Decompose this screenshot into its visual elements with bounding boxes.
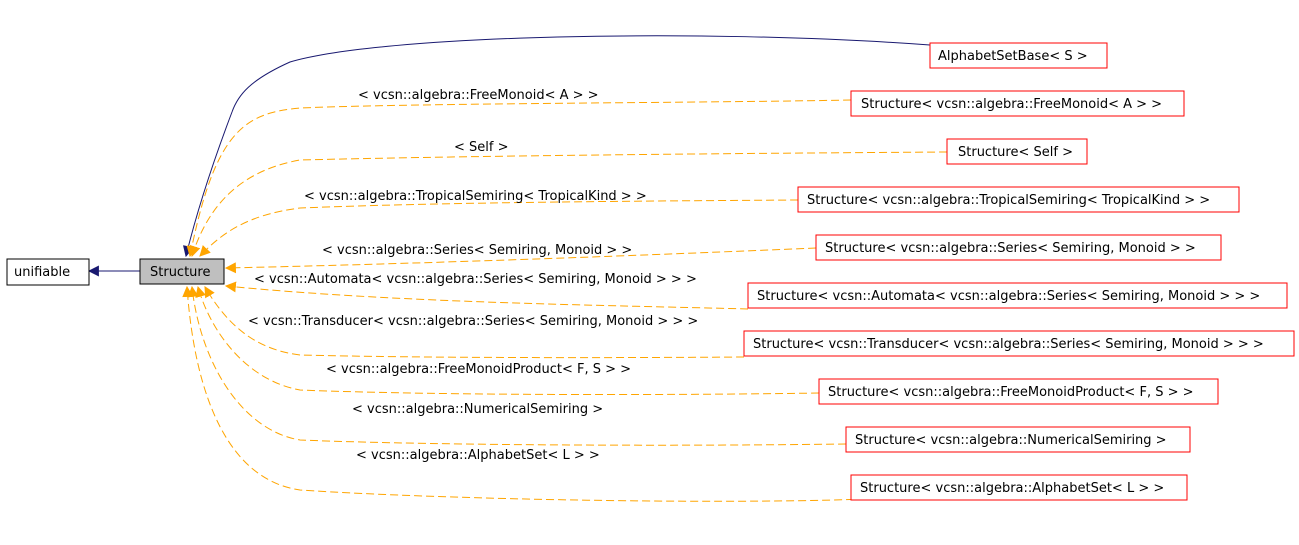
node-structure-self-label: Structure< Self > (958, 145, 1073, 160)
node-structure-transducer[interactable]: Structure< vcsn::Transducer< vcsn::algeb… (743, 330, 1295, 357)
node-structure-alphabet-set[interactable]: Structure< vcsn::algebra::AlphabetSet< L… (850, 474, 1188, 501)
edge-transducer (204, 286, 745, 359)
edge-label-transducer: < vcsn::Transducer< vcsn::algebra::Serie… (248, 314, 698, 329)
node-structure-free-monoid-product[interactable]: Structure< vcsn::algebra::FreeMonoidProd… (818, 378, 1219, 405)
edge-series (224, 247, 817, 274)
node-structure[interactable]: Structure (139, 258, 225, 285)
node-structure-label: Structure (150, 265, 210, 280)
node-structure-self[interactable]: Structure< Self > (946, 138, 1088, 165)
edge-alphabetsetbase-to-structure (183, 35, 931, 258)
node-structure-transducer-label: Structure< vcsn::Transducer< vcsn::algeb… (753, 337, 1264, 352)
edge-label-free-monoid: < vcsn::algebra::FreeMonoid< A > > (358, 88, 599, 103)
node-structure-automata[interactable]: Structure< vcsn::Automata< vcsn::algebra… (747, 282, 1288, 309)
edge-label-numerical: < vcsn::algebra::NumericalSemiring > (352, 402, 603, 417)
edge-label-alphabet-set: < vcsn::algebra::AlphabetSet< L > > (356, 448, 600, 463)
edge-label-tropical: < vcsn::algebra::TropicalSemiring< Tropi… (304, 189, 647, 204)
node-structure-free-monoid-product-label: Structure< vcsn::algebra::FreeMonoidProd… (828, 385, 1194, 400)
node-structure-series-label: Structure< vcsn::algebra::Series< Semiri… (825, 241, 1196, 256)
node-unifiable[interactable]: unifiable (6, 258, 90, 286)
node-alphabet-set-base[interactable]: AlphabetSetBase< S > (929, 42, 1108, 69)
edge-tropical (199, 199, 799, 257)
node-structure-series[interactable]: Structure< vcsn::algebra::Series< Semiri… (815, 234, 1222, 261)
node-structure-automata-label: Structure< vcsn::Automata< vcsn::algebra… (757, 289, 1260, 304)
node-structure-tropical[interactable]: Structure< vcsn::algebra::TropicalSemiri… (797, 186, 1240, 213)
edge-alphabet-set (182, 285, 891, 502)
edge-numerical (187, 285, 847, 446)
node-structure-free-monoid-label: Structure< vcsn::algebra::FreeMonoid< A … (861, 97, 1162, 112)
node-structure-numerical-semiring-label: Structure< vcsn::algebra::NumericalSemir… (855, 433, 1167, 448)
node-structure-numerical-semiring[interactable]: Structure< vcsn::algebra::NumericalSemir… (845, 426, 1191, 453)
edge-label-series: < vcsn::algebra::Series< Semiring, Monoi… (322, 243, 632, 258)
edge-label-automata: < vcsn::Automata< vcsn::algebra::Series<… (254, 272, 697, 287)
node-unifiable-label: unifiable (14, 265, 70, 280)
edge-label-self: < Self > (454, 140, 509, 155)
node-structure-free-monoid[interactable]: Structure< vcsn::algebra::FreeMonoid< A … (850, 90, 1185, 117)
edge-fmp (195, 285, 820, 396)
edge-free-monoid (186, 99, 852, 258)
node-structure-alphabet-set-label: Structure< vcsn::algebra::AlphabetSet< L… (860, 481, 1164, 496)
edge-self (189, 151, 948, 258)
node-alphabet-set-base-label: AlphabetSetBase< S > (938, 49, 1088, 64)
edge-automata (224, 281, 749, 310)
node-structure-tropical-label: Structure< vcsn::algebra::TropicalSemiri… (807, 193, 1210, 208)
edge-label-fmp: < vcsn::algebra::FreeMonoidProduct< F, S… (326, 362, 631, 377)
